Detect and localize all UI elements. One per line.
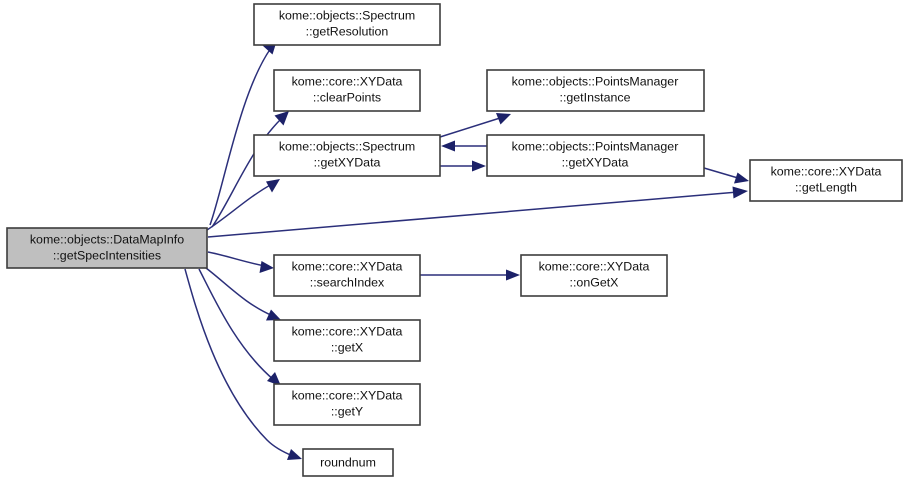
node-getResolution-line2: ::getResolution (306, 24, 389, 38)
node-clearPoints-line2: ::clearPoints (313, 90, 381, 104)
node-getResolution[interactable]: kome::objects::Spectrum ::getResolution (253, 3, 441, 46)
node-getLength-line1: kome::core::XYData (771, 164, 882, 178)
node-onGetX-line2: ::onGetX (570, 275, 619, 289)
node-roundnum[interactable]: roundnum (302, 448, 394, 477)
nodes-layer: kome::objects::DataMapInfo ::getSpecInte… (6, 3, 903, 477)
node-getSpecIntensities[interactable]: kome::objects::DataMapInfo ::getSpecInte… (6, 227, 208, 269)
node-spectrumGetXYData-line1: kome::objects::Spectrum (279, 139, 415, 153)
node-spectrumGetXYData[interactable]: kome::objects::Spectrum ::getXYData (253, 134, 441, 177)
node-getX-line2: ::getX (331, 340, 363, 354)
node-getResolution-line1: kome::objects::Spectrum (279, 8, 415, 22)
node-getSpecIntensities-line2: ::getSpecIntensities (53, 248, 161, 262)
node-getY[interactable]: kome::core::XYData ::getY (273, 383, 421, 426)
node-pointsManagerGetXYData[interactable]: kome::objects::PointsManager ::getXYData (486, 134, 705, 177)
node-roundnum-line1: roundnum (320, 455, 376, 469)
node-getY-line1: kome::core::XYData (292, 388, 403, 402)
node-getSpecIntensities-line1: kome::objects::DataMapInfo (30, 232, 184, 246)
node-searchIndex[interactable]: kome::core::XYData ::searchIndex (273, 254, 421, 297)
node-getInstance-line1: kome::objects::PointsManager (512, 74, 679, 88)
edge-getSpecIntensities-to-getY (198, 268, 281, 386)
node-getX[interactable]: kome::core::XYData ::getX (273, 319, 421, 362)
node-spectrumGetXYData-line2: ::getXYData (314, 155, 381, 169)
node-pointsManagerGetXYData-line2: ::getXYData (562, 155, 629, 169)
edge-getSpecIntensities-to-roundnum (184, 268, 302, 460)
edge-spectrumGetXYData-to-pointsManagerGetXYData (440, 160, 486, 172)
edge-getSpecIntensities-to-searchIndex (207, 251, 274, 273)
edges-layer (184, 40, 749, 460)
node-getInstance-line2: ::getInstance (560, 90, 631, 104)
edge-pointsManagerGetXYData-to-getLength (703, 167, 749, 184)
edge-getSpecIntensities-to-getLength (207, 186, 748, 238)
node-getX-line1: kome::core::XYData (292, 324, 403, 338)
edge-getSpecIntensities-to-getResolution (209, 40, 277, 226)
node-onGetX[interactable]: kome::core::XYData ::onGetX (520, 254, 668, 297)
node-onGetX-line1: kome::core::XYData (539, 259, 650, 273)
node-getY-line2: ::getY (331, 404, 363, 418)
node-getLength-line2: ::getLength (795, 180, 857, 194)
edge-getSpecIntensities-to-spectrumGetXYData (206, 179, 280, 231)
edge-searchIndex-to-onGetX (420, 269, 520, 281)
node-searchIndex-line2: ::searchIndex (310, 275, 385, 289)
edge-getSpecIntensities-to-clearPoints (211, 111, 289, 228)
node-clearPoints-line1: kome::core::XYData (292, 74, 403, 88)
node-getLength[interactable]: kome::core::XYData ::getLength (749, 159, 903, 202)
edge-pointsManagerGetXYData-to-spectrumGetXYData (441, 140, 487, 152)
node-pointsManagerGetXYData-line1: kome::objects::PointsManager (512, 139, 679, 153)
node-clearPoints[interactable]: kome::core::XYData ::clearPoints (273, 69, 421, 112)
edge-spectrumGetXYData-to-getInstance (439, 113, 511, 138)
edge-getSpecIntensities-to-getX (205, 267, 281, 321)
node-getInstance[interactable]: kome::objects::PointsManager ::getInstan… (486, 69, 705, 112)
node-searchIndex-line1: kome::core::XYData (292, 259, 403, 273)
